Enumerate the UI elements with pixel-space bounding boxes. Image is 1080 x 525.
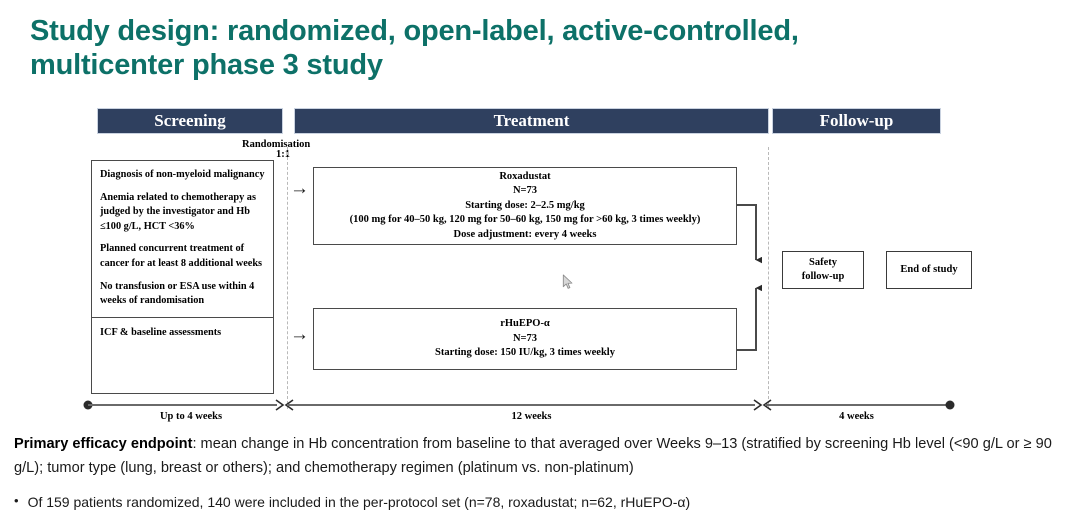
criteria-divider [92,316,273,318]
primary-endpoint-text: : mean change in Hb concentration from b… [14,436,1052,476]
phase-bar-followup: Follow-up [772,108,941,134]
eligibility-criteria-box: Diagnosis of non-myeloid malignancy Anem… [91,160,274,394]
list-item: • Of 159 patients randomized, 140 were i… [14,492,1070,513]
arm-n: N=73 [512,185,538,197]
bullet-text: Of 159 patients randomized, 140 were inc… [27,494,691,510]
primary-endpoint-paragraph: Primary efficacy endpoint: mean change i… [14,433,1070,480]
phase-divider-left [287,147,288,409]
arm-detail: Starting dose: 150 IU/kg, 3 times weekly [435,347,615,359]
arm-name: Roxadustat [499,170,551,182]
list-item: Diagnosis of non-myeloid malignancy [100,169,265,180]
mouse-cursor-icon [562,274,573,289]
treatment-arm-rhuepo: rHuEPO-α N=73 Starting dose: 150 IU/kg, … [313,308,737,370]
arm-detail: Dose adjustment: every 4 weeks [453,228,597,240]
arm-convergence-connector [736,204,762,351]
list-item: Anemia related to chemotherapy as judged… [100,191,256,232]
list-item: No transfusion or ESA use within 4 weeks… [100,280,255,307]
timeline-label-screening: Up to 4 weeks [159,411,223,422]
bullet-dot-icon: • [14,493,19,508]
treatment-arm-roxadustat: Roxadustat N=73 Starting dose: 2–2.5 mg/… [313,167,737,245]
arm-detail: Starting dose: 2–2.5 mg/kg [465,199,585,211]
arrow-right-icon: → [290,178,309,199]
page-title: Study design: randomized, open-label, ac… [30,15,799,82]
phase-divider-right [768,147,769,409]
timeline-label-followup: 4 weeks [839,411,874,422]
phase-bar-treatment: Treatment [294,108,769,134]
list-item: Planned concurrent treatment of cancer f… [100,243,263,270]
phase-bar-treatment-label: Treatment [493,111,570,130]
arm-detail: (100 mg for 40–50 kg, 120 mg for 50–60 k… [349,214,701,226]
criteria-list: Diagnosis of non-myeloid malignancy Anem… [92,161,273,313]
timeline-label-treatment: 12 weeks [511,411,552,422]
bullet-list: • Of 159 patients randomized, 140 were i… [14,492,1070,513]
criteria-footer: ICF & baseline assessments [100,326,222,338]
arm-n: N=73 [512,332,538,344]
randomisation-ratio: 1:1 [276,149,290,160]
phase-bar-screening-label: Screening [154,111,226,130]
outcome-box-safety-followup: Safety follow-up [782,251,864,289]
phase-bar-followup-label: Follow-up [819,111,894,130]
arrow-right-icon: → [290,324,309,345]
randomisation-label: Randomisation [242,139,311,150]
outcome-box-end-of-study: End of study [886,251,972,289]
primary-endpoint-lead: Primary efficacy endpoint [14,436,193,452]
study-timeline [83,399,955,411]
phase-bar-screening: Screening [97,108,283,134]
arm-name: rHuEPO-α [500,318,550,330]
